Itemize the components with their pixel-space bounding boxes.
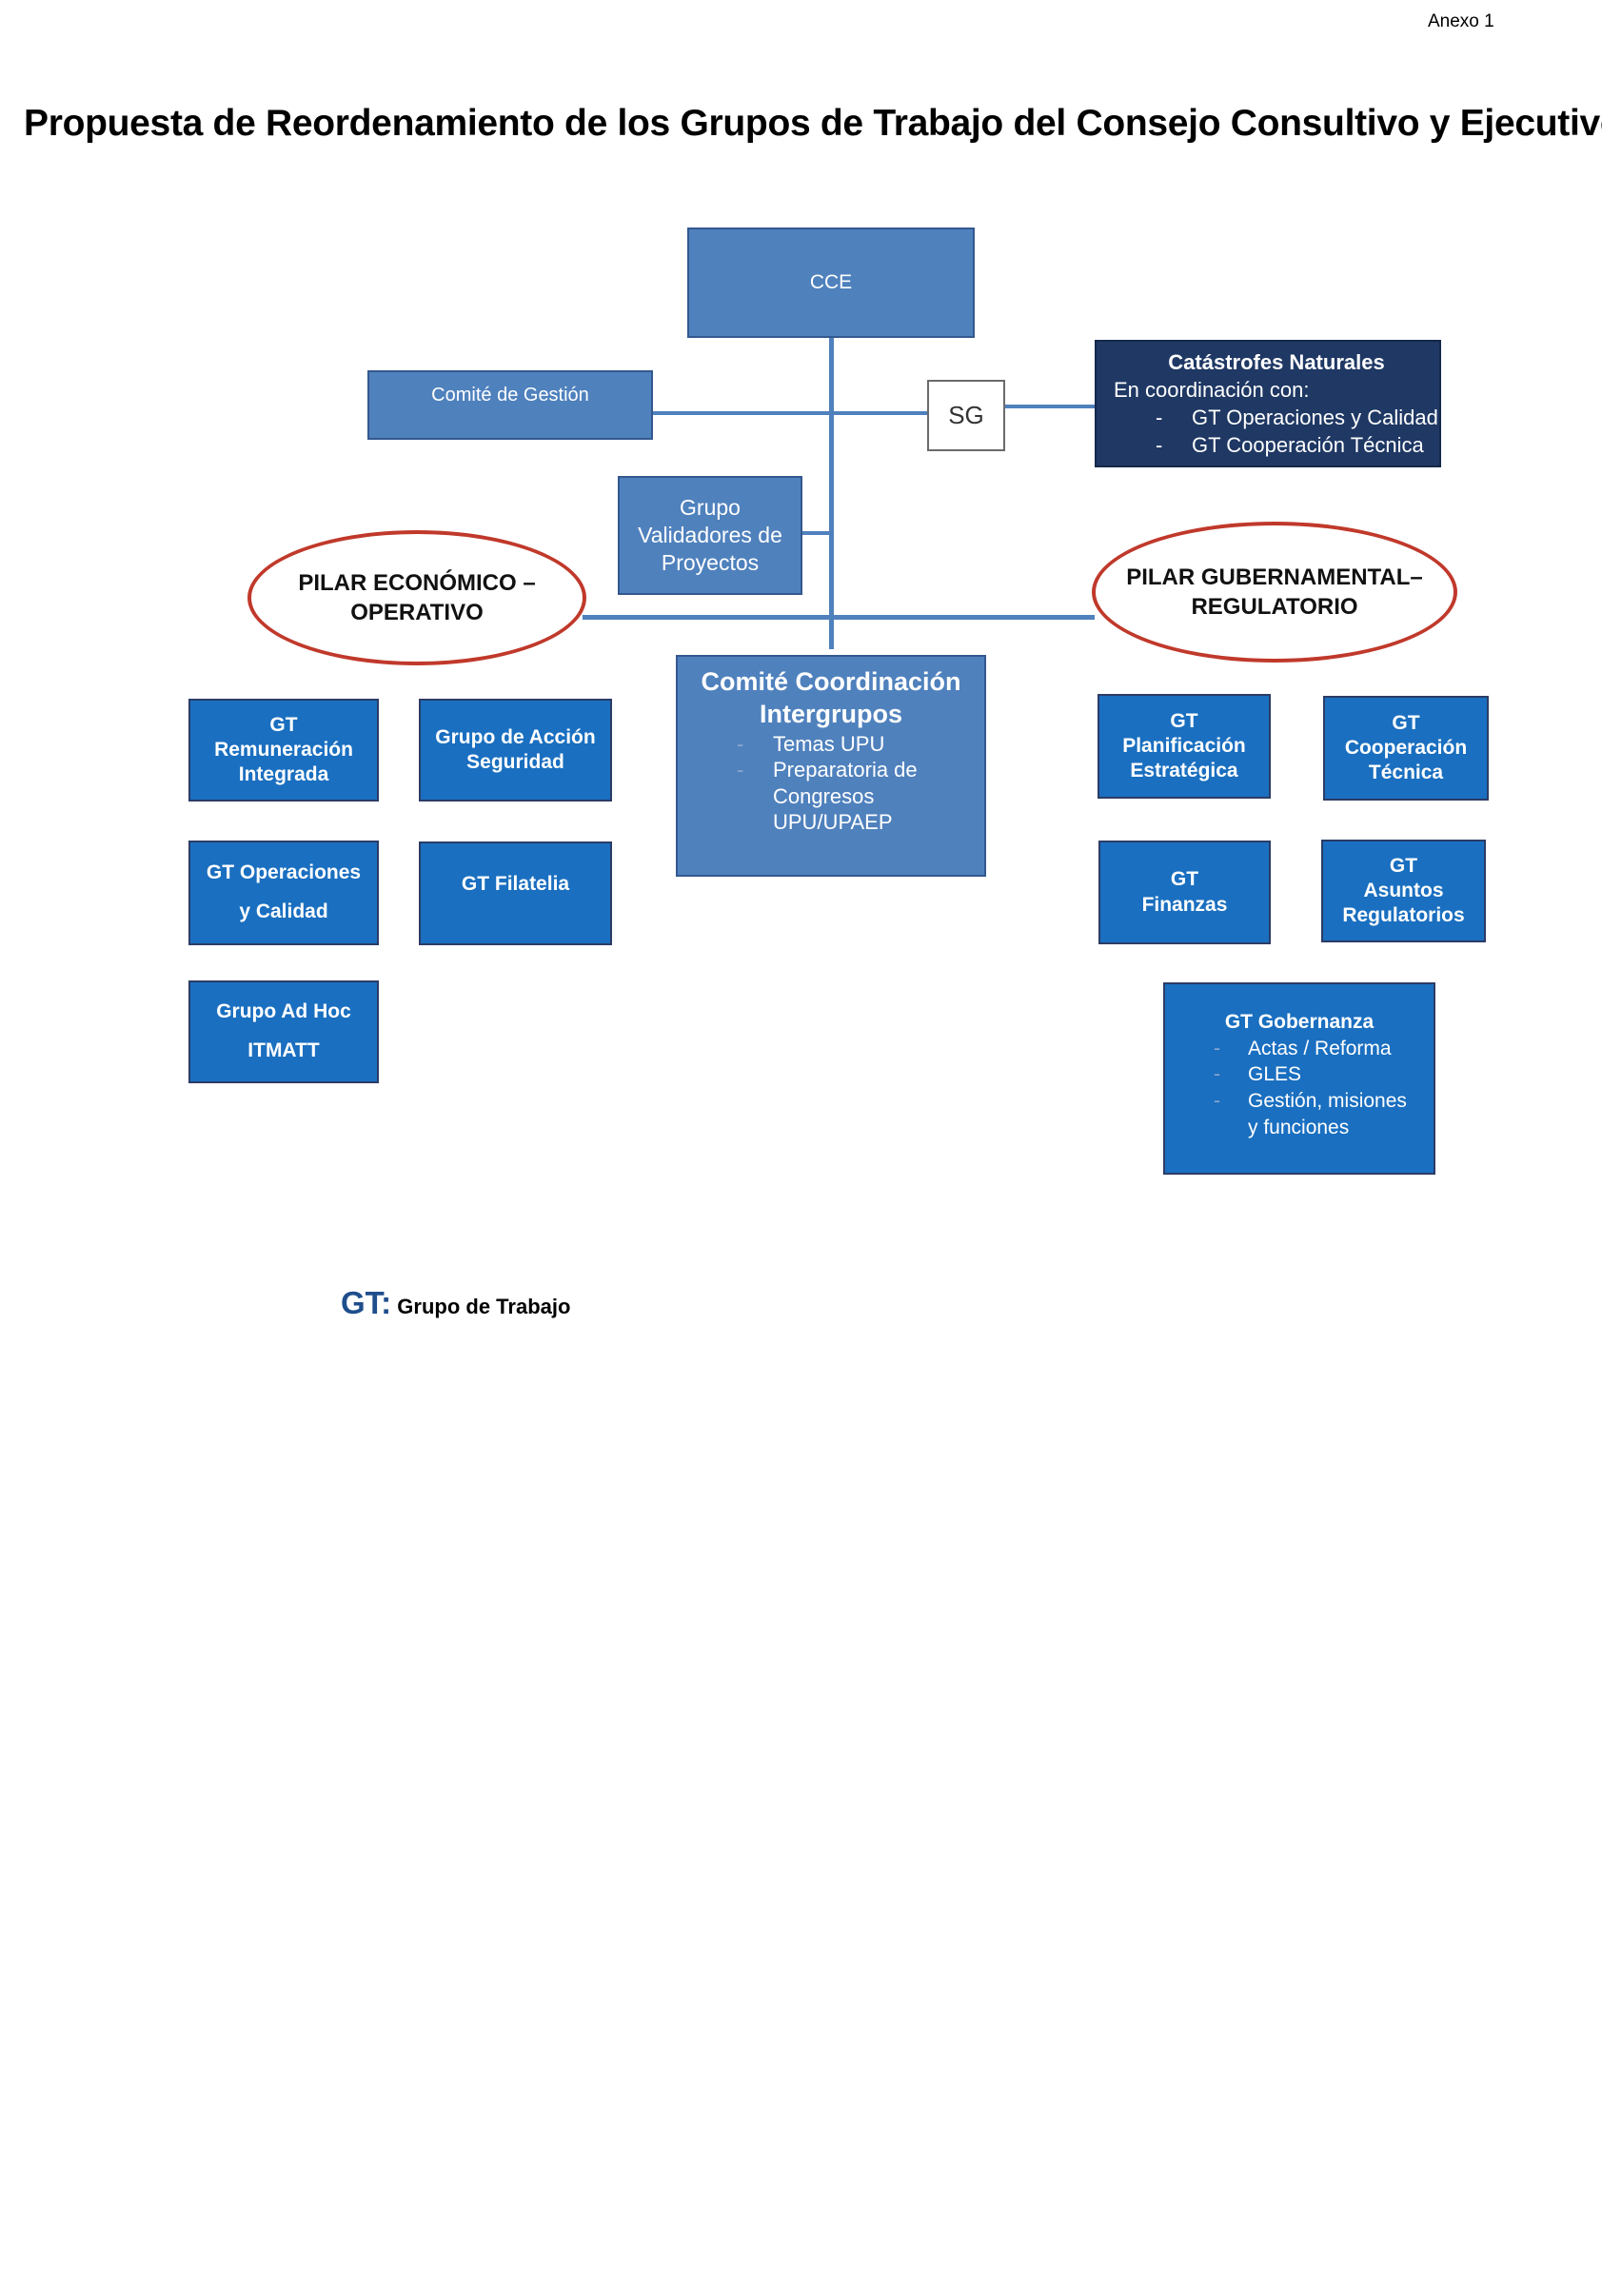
node-grupo-validadores: Grupo Validadores de Proyectos bbox=[618, 476, 802, 595]
annex-label: Anexo 1 bbox=[1428, 11, 1494, 31]
grupo-seguridad-line: Seguridad bbox=[466, 751, 564, 773]
gt-gobernanza-item: -GLES bbox=[1214, 1063, 1302, 1086]
validadores-line: Proyectos bbox=[661, 549, 760, 575]
node-gt-planificacion: GT Planificación Estratégica bbox=[1098, 694, 1271, 799]
catastrofes-item: -GT Cooperación Técnica bbox=[1156, 433, 1424, 458]
gt-operaciones-line: GT Operaciones bbox=[206, 861, 362, 884]
catastrofes-item: -GT Operaciones y Calidad bbox=[1156, 406, 1438, 429]
gt-cooperacion-line: Cooperación bbox=[1344, 736, 1468, 759]
node-gt-cooperacion: GT Cooperación Técnica bbox=[1323, 696, 1489, 801]
comite-coordinacion-item: -Preparatoria de Congresos UPU/UPAEP bbox=[737, 758, 918, 834]
node-gt-finanzas: GT Finanzas bbox=[1098, 841, 1271, 944]
legend-text: Grupo de Trabajo bbox=[397, 1295, 571, 1318]
node-gt-gobernanza: GT Gobernanza -Actas / Reforma -GLES -Ge… bbox=[1163, 982, 1435, 1175]
gt-asuntos-line: GT bbox=[1389, 854, 1418, 877]
comite-coordinacion-title: Intergrupos bbox=[759, 699, 902, 728]
legend: GT: Grupo de Trabajo bbox=[341, 1285, 570, 1321]
gt-filatelia-label: GT Filatelia bbox=[461, 873, 570, 895]
gt-planificacion-line: Estratégica bbox=[1130, 760, 1238, 782]
gt-cooperacion-line: Técnica bbox=[1368, 762, 1444, 784]
node-cce: CCE bbox=[687, 228, 975, 338]
gt-asuntos-line: Asuntos bbox=[1363, 879, 1444, 901]
node-catastrofes-naturales: Catástrofes Naturales En coordinación co… bbox=[1095, 340, 1441, 467]
pilar-economico-line: OPERATIVO bbox=[350, 600, 484, 625]
gt-remuneracion-line: Remuneración bbox=[214, 738, 353, 761]
catastrofes-title: Catástrofes Naturales bbox=[1168, 349, 1385, 374]
pilar-economico-line: PILAR ECONÓMICO – bbox=[298, 569, 536, 596]
node-sg: SG bbox=[927, 380, 1005, 451]
gt-finanzas-line: GT bbox=[1170, 868, 1199, 891]
comite-coordinacion-item: -Temas UPU bbox=[737, 731, 885, 756]
legend-abbreviation: GT: bbox=[341, 1285, 392, 1320]
connector-sg bbox=[828, 411, 927, 415]
catastrofes-list: -GT Operaciones y Calidad -GT Cooperació… bbox=[1156, 404, 1438, 459]
validadores-line: Grupo bbox=[680, 495, 741, 521]
comite-coordinacion-title: Comité Coordinación bbox=[701, 667, 961, 696]
gt-gobernanza-item: -Actas / Reforma bbox=[1214, 1037, 1392, 1059]
oval-pilar-economico: PILAR ECONÓMICO – OPERATIVO bbox=[247, 530, 586, 665]
node-comite-gestion-label: Comité de Gestión bbox=[431, 385, 589, 406]
gt-finanzas-line: Finanzas bbox=[1141, 893, 1228, 916]
connector-pillars bbox=[583, 615, 1095, 620]
catastrofes-subtitle: En coordinación con: bbox=[1114, 377, 1310, 402]
node-grupo-accion-seguridad: Grupo de Acción Seguridad bbox=[419, 699, 612, 802]
gt-remuneracion-line: Integrada bbox=[238, 763, 329, 786]
gt-cooperacion-line: GT bbox=[1392, 711, 1420, 734]
oval-pilar-gubernamental: PILAR GUBERNAMENTAL– REGULATORIO bbox=[1092, 522, 1457, 663]
gt-gobernanza-item: -Gestión, misiones y funciones bbox=[1214, 1090, 1407, 1138]
pilar-gubernamental-line: REGULATORIO bbox=[1191, 594, 1358, 620]
node-comite-coordinacion: Comité Coordinación Intergrupos -Temas U… bbox=[676, 655, 986, 877]
connector-cce-vertical bbox=[829, 337, 834, 649]
node-gt-asuntos-regulatorios: GT Asuntos Regulatorios bbox=[1321, 840, 1486, 942]
node-comite-gestion: Comité de Gestión bbox=[367, 370, 653, 440]
pilar-gubernamental-line: PILAR GUBERNAMENTAL– bbox=[1126, 564, 1423, 590]
validadores-line: Validadores de bbox=[638, 523, 782, 548]
gt-asuntos-line: Regulatorios bbox=[1342, 904, 1465, 927]
connector-comite-gestion bbox=[653, 411, 927, 415]
grupo-itmatt-line: Grupo Ad Hoc bbox=[216, 1000, 351, 1023]
gt-operaciones-line: y Calidad bbox=[239, 901, 328, 922]
gt-planificacion-line: Planificación bbox=[1122, 734, 1246, 757]
gt-planificacion-line: GT bbox=[1170, 709, 1198, 732]
node-cce-label: CCE bbox=[809, 270, 853, 293]
node-sg-label: SG bbox=[948, 401, 984, 430]
page-title: Propuesta de Reordenamiento de los Grupo… bbox=[24, 103, 1602, 144]
gt-gobernanza-title: GT Gobernanza bbox=[1224, 1011, 1375, 1033]
gt-gobernanza-list: -Actas / Reforma -GLES -Gestión, misione… bbox=[1214, 1036, 1419, 1141]
node-gt-remuneracion: GT Remuneración Integrada bbox=[188, 699, 379, 802]
grupo-seguridad-line: Grupo de Acción bbox=[435, 725, 596, 748]
node-grupo-ad-hoc-itmatt: Grupo Ad Hoc ITMATT bbox=[188, 980, 379, 1083]
gt-remuneracion-line: GT bbox=[269, 713, 298, 736]
node-gt-operaciones: GT Operaciones y Calidad bbox=[188, 841, 379, 945]
connector-sg-catastrofes bbox=[1005, 405, 1095, 408]
connector-validadores bbox=[801, 531, 831, 535]
comite-coordinacion-list: -Temas UPU -Preparatoria de Congresos UP… bbox=[737, 731, 925, 836]
node-gt-filatelia: GT Filatelia bbox=[419, 841, 612, 945]
grupo-itmatt-line: ITMATT bbox=[247, 1039, 320, 1061]
